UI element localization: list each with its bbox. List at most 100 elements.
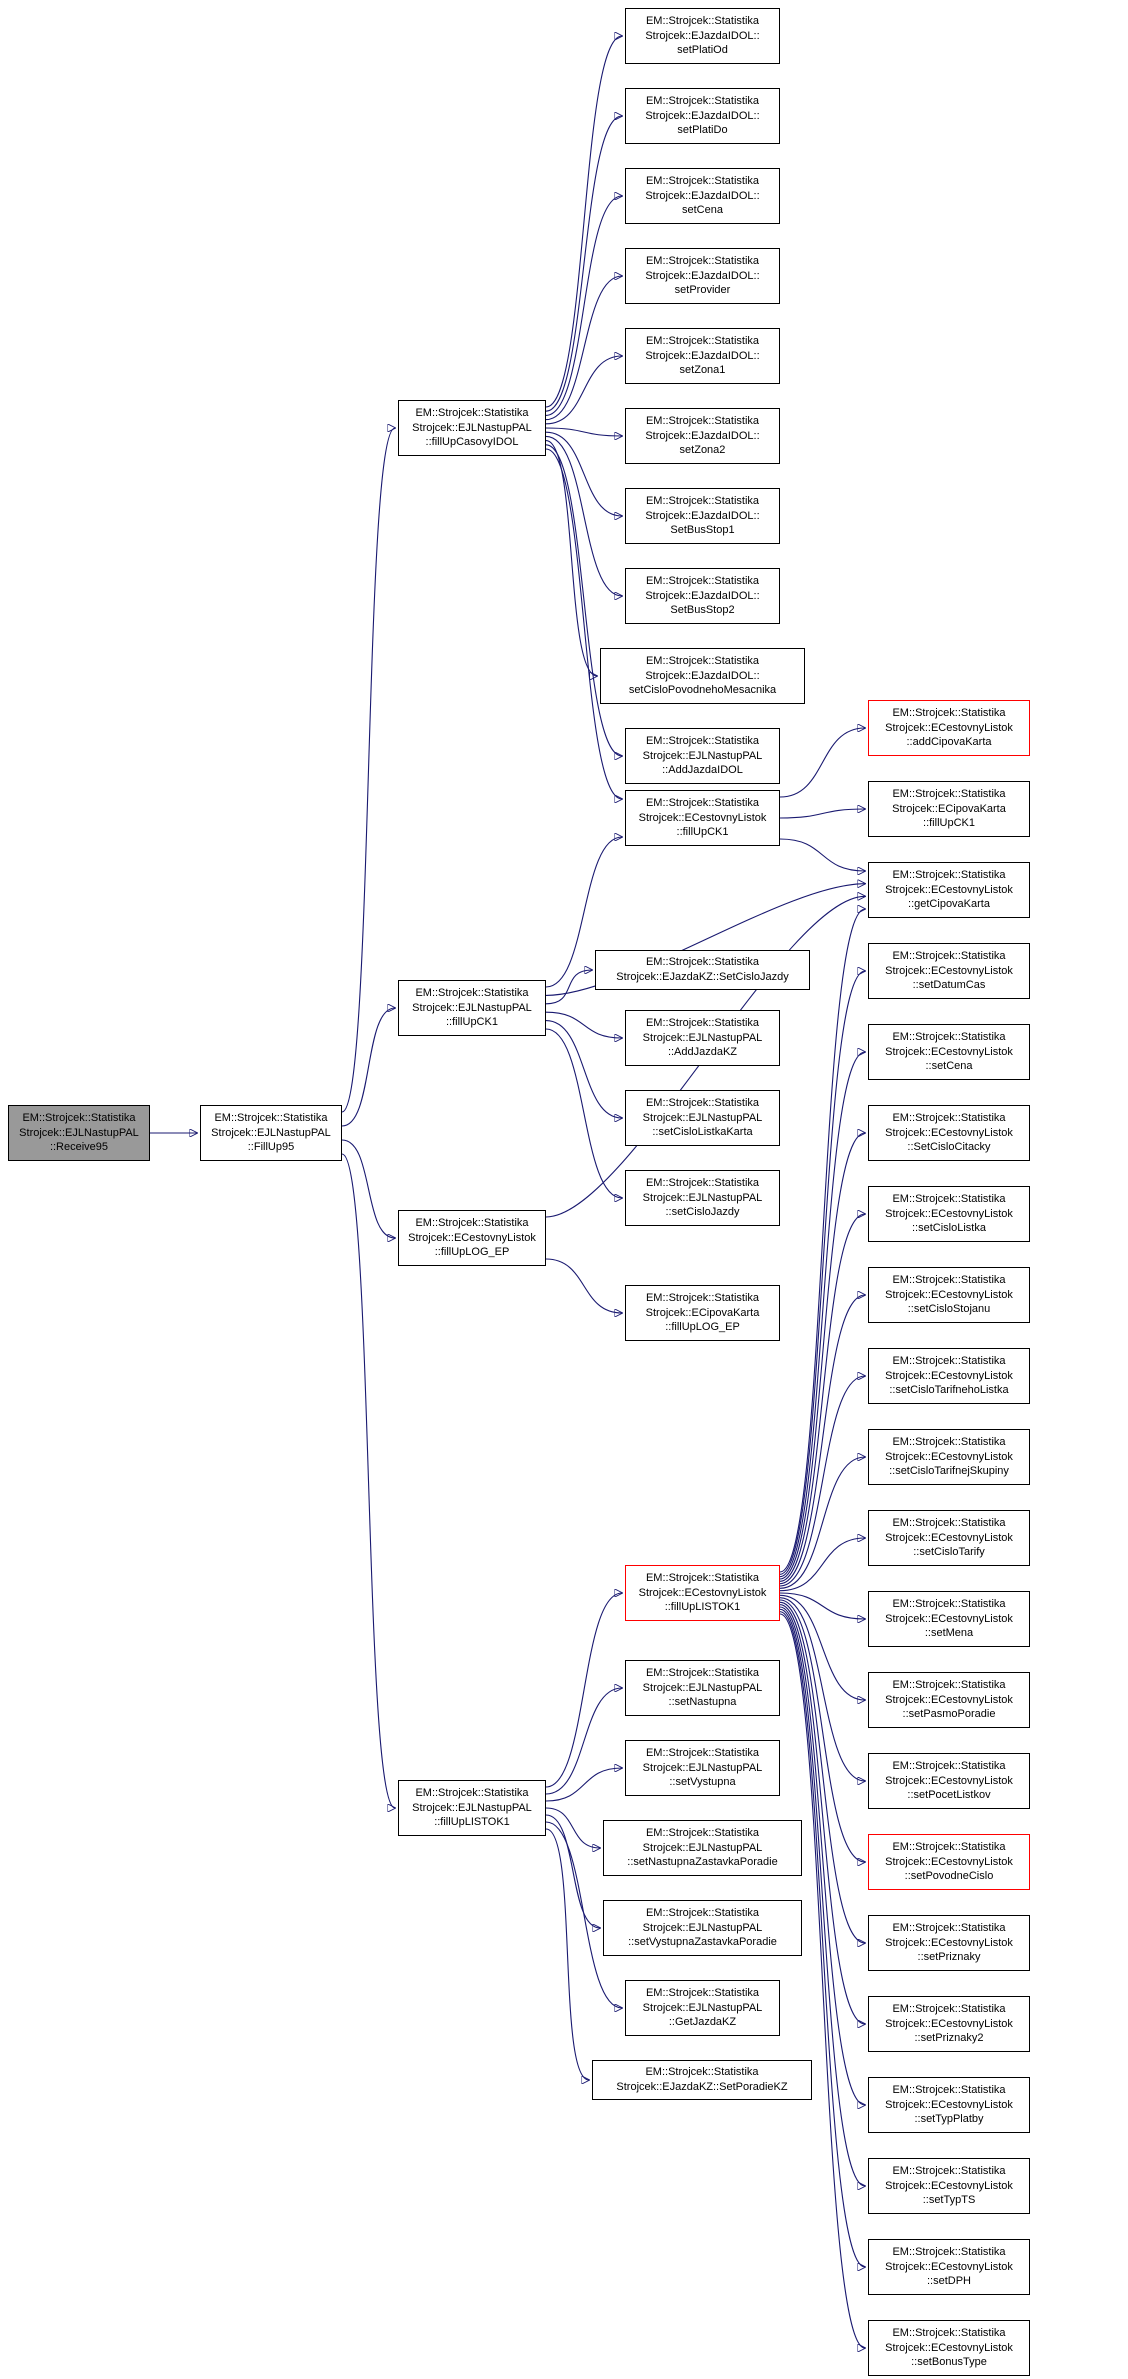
call-edge-fillUpCasovyIDOL--setPlatiOd [545,36,622,408]
graph-node-SetCisloCitacky[interactable]: EM::Strojcek::Statistika Strojcek::ECest… [868,1105,1030,1161]
call-edge-fillup95--ejln_fillUpLISTOK1 [341,1153,395,1808]
call-edge-ecl_fillUpLISTOK1--setDatumCas [779,971,865,1575]
graph-node-GetJazdaKZ[interactable]: EM::Strojcek::Statistika Strojcek::EJLNa… [625,1980,780,2036]
graph-node-setPriznaky[interactable]: EM::Strojcek::Statistika Strojcek::ECest… [868,1915,1030,1971]
graph-node-setCisloPovodnehoMesacnika[interactable]: EM::Strojcek::Statistika Strojcek::EJazd… [600,648,805,704]
graph-node-setCisloTarifnehoListka[interactable]: EM::Strojcek::Statistika Strojcek::ECest… [868,1348,1030,1404]
graph-node-setDPH[interactable]: EM::Strojcek::Statistika Strojcek::ECest… [868,2239,1030,2295]
graph-node-setCisloListka[interactable]: EM::Strojcek::Statistika Strojcek::ECest… [868,1186,1030,1242]
graph-node-setCisloTarify[interactable]: EM::Strojcek::Statistika Strojcek::ECest… [868,1510,1030,1566]
call-edge-ejln_fillUpCK1--SetCisloJazdy [545,970,592,1005]
call-edge-ecl_fillUpLISTOK1--setBonusType [779,1613,865,2348]
graph-node-getCipovaKarta[interactable]: EM::Strojcek::Statistika Strojcek::ECest… [868,862,1030,918]
call-edge-fillup95--ejln_fillUpCK1 [341,1008,395,1127]
call-edge-ecl_fillUpLISTOK1--setCisloStojanu [779,1295,865,1585]
graph-node-ecl_fillUpLOG_EP[interactable]: EM::Strojcek::Statistika Strojcek::ECest… [398,1210,546,1266]
graph-node-addCipovaKarta[interactable]: EM::Strojcek::Statistika Strojcek::ECest… [868,700,1030,756]
call-edge-fillUpCasovyIDOL--setCena_idol [545,196,622,416]
graph-node-setBonusType[interactable]: EM::Strojcek::Statistika Strojcek::ECest… [868,2320,1030,2376]
call-edge-fillUpCasovyIDOL--setPlatiDo [545,116,622,412]
call-edge-ejln_fillUpCK1--ecl_fillUpCK1 [545,837,622,988]
graph-node-setPlatiDo[interactable]: EM::Strojcek::Statistika Strojcek::EJazd… [625,88,780,144]
call-edge-fillUpCasovyIDOL--SetBusStop1 [545,431,622,516]
graph-node-receive95[interactable]: EM::Strojcek::Statistika Strojcek::EJLNa… [8,1105,150,1161]
call-edge-ecl_fillUpLISTOK1--setPriznaky2 [779,1604,865,2024]
call-edge-fillUpCasovyIDOL--setCisloPovodnehoMesacnika [545,440,597,676]
graph-node-eck_fillUpCK1[interactable]: EM::Strojcek::Statistika Strojcek::ECipo… [868,781,1030,837]
graph-node-ejln_fillUpLISTOK1[interactable]: EM::Strojcek::Statistika Strojcek::EJLNa… [398,1780,546,1836]
graph-node-setZona1[interactable]: EM::Strojcek::Statistika Strojcek::EJazd… [625,328,780,384]
call-edge-ecl_fillUpCK1--addCipovaKarta [779,728,865,798]
graph-node-setZona2[interactable]: EM::Strojcek::Statistika Strojcek::EJazd… [625,408,780,464]
call-edge-ecl_fillUpLISTOK1--setPriznaky [779,1601,865,1943]
call-edge-ejln_fillUpCK1--AddJazdaKZ [545,1011,622,1038]
graph-node-setPasmoPoradie[interactable]: EM::Strojcek::Statistika Strojcek::ECest… [868,1672,1030,1728]
graph-node-AddJazdaKZ[interactable]: EM::Strojcek::Statistika Strojcek::EJLNa… [625,1010,780,1066]
call-edge-ecl_fillUpLISTOK1--SetCisloCitacky [779,1133,865,1580]
graph-node-SetCisloJazdy[interactable]: EM::Strojcek::Statistika Strojcek::EJazd… [595,950,810,990]
graph-node-setVystupna[interactable]: EM::Strojcek::Statistika Strojcek::EJLNa… [625,1740,780,1796]
graph-node-setPocetListkov[interactable]: EM::Strojcek::Statistika Strojcek::ECest… [868,1753,1030,1809]
call-edge-fillUpCasovyIDOL--setZona1 [545,356,622,425]
graph-node-setPriznaky2[interactable]: EM::Strojcek::Statistika Strojcek::ECest… [868,1996,1030,2052]
call-edge-ejln_fillUpLISTOK1--setVystupna [545,1768,622,1802]
call-edge-ejln_fillUpCK1--setCisloListkaKarta [545,1020,622,1118]
call-edge-ecl_fillUpLISTOK1--setTypPlatby [779,1606,865,2105]
graph-node-setCisloListkaKarta[interactable]: EM::Strojcek::Statistika Strojcek::EJLNa… [625,1090,780,1146]
graph-node-setVystupnaZastavkaPoradie[interactable]: EM::Strojcek::Statistika Strojcek::EJLNa… [603,1900,802,1956]
call-edge-fillUpCasovyIDOL--SetBusStop2 [545,435,622,596]
graph-node-setTypPlatby[interactable]: EM::Strojcek::Statistika Strojcek::ECest… [868,2077,1030,2133]
call-edge-fillup95--fillUpCasovyIDOL [341,428,395,1113]
call-edge-fillUpCasovyIDOL--setZona2 [545,427,622,436]
call-edge-ecl_fillUpCK1--getCipovaKarta [779,838,865,871]
call-edge-ecl_fillUpLISTOK1--setDPH [779,1611,865,2267]
call-edge-ejln_fillUpLISTOK1--GetJazdaKZ [545,1821,622,2008]
call-edge-ecl_fillUpLISTOK1--setCisloTarifnejSkupiny [779,1457,865,1589]
graph-node-fillup95[interactable]: EM::Strojcek::Statistika Strojcek::EJLNa… [200,1105,342,1161]
call-edge-ejln_fillUpCK1--setCisloJazdy [545,1028,622,1198]
graph-node-ecl_fillUpLISTOK1[interactable]: EM::Strojcek::Statistika Strojcek::ECest… [625,1565,780,1621]
graph-node-setDatumCas[interactable]: EM::Strojcek::Statistika Strojcek::ECest… [868,943,1030,999]
call-edge-fillup95--ecl_fillUpLOG_EP [341,1139,395,1238]
call-edge-fillUpCasovyIDOL--AddJazdaIDOL [545,444,622,756]
call-edge-ejln_fillUpLISTOK1--setNastupnaZastavkaPoradie [545,1807,600,1848]
call-edge-ecl_fillUpLISTOK1--setCisloTarify [779,1538,865,1592]
graph-node-setCisloTarifnejSkupiny[interactable]: EM::Strojcek::Statistika Strojcek::ECest… [868,1429,1030,1485]
graph-node-AddJazdaIDOL[interactable]: EM::Strojcek::Statistika Strojcek::EJLNa… [625,728,780,784]
call-edge-ecl_fillUpLISTOK1--setMena [779,1592,865,1619]
edge-group [150,36,865,2348]
graph-node-fillUpCasovyIDOL[interactable]: EM::Strojcek::Statistika Strojcek::EJLNa… [398,400,546,456]
graph-node-ejln_fillUpCK1[interactable]: EM::Strojcek::Statistika Strojcek::EJLNa… [398,980,546,1036]
call-edge-ejln_fillUpLISTOK1--SetPoradieKZ [545,1828,589,2080]
graph-node-SetBusStop1[interactable]: EM::Strojcek::Statistika Strojcek::EJazd… [625,488,780,544]
call-edge-ecl_fillUpCK1--eck_fillUpCK1 [779,809,865,819]
graph-node-setCena_idol[interactable]: EM::Strojcek::Statistika Strojcek::EJazd… [625,168,780,224]
graph-node-setNastupna[interactable]: EM::Strojcek::Statistika Strojcek::EJLNa… [625,1660,780,1716]
graph-node-setPovodneCislo[interactable]: EM::Strojcek::Statistika Strojcek::ECest… [868,1834,1030,1890]
call-edge-ecl_fillUpLISTOK1--setPasmoPoradie [779,1594,865,1700]
call-edge-ecl_fillUpLOG_EP--eck_fillUpLOG_EP [545,1258,622,1313]
graph-node-setMena[interactable]: EM::Strojcek::Statistika Strojcek::ECest… [868,1591,1030,1647]
graph-node-ecl_fillUpCK1[interactable]: EM::Strojcek::Statistika Strojcek::ECest… [625,790,780,846]
graph-node-SetBusStop2[interactable]: EM::Strojcek::Statistika Strojcek::EJazd… [625,568,780,624]
graph-node-setCena_ecl[interactable]: EM::Strojcek::Statistika Strojcek::ECest… [868,1024,1030,1080]
call-edge-fillUpCasovyIDOL--ecl_fillUpCK1 [545,448,622,799]
call-edge-fillUpCasovyIDOL--setProvider [545,276,622,421]
graph-node-eck_fillUpLOG_EP[interactable]: EM::Strojcek::Statistika Strojcek::ECipo… [625,1285,780,1341]
call-edge-ejln_fillUpLISTOK1--ecl_fillUpLISTOK1 [545,1593,622,1788]
call-edge-ejln_fillUpLISTOK1--setVystupnaZastavkaPoradie [545,1814,600,1928]
graph-node-setTypTS[interactable]: EM::Strojcek::Statistika Strojcek::ECest… [868,2158,1030,2214]
graph-node-setCisloJazdy[interactable]: EM::Strojcek::Statistika Strojcek::EJLNa… [625,1170,780,1226]
graph-node-setCisloStojanu[interactable]: EM::Strojcek::Statistika Strojcek::ECest… [868,1267,1030,1323]
graph-node-setProvider[interactable]: EM::Strojcek::Statistika Strojcek::EJazd… [625,248,780,304]
call-edge-ecl_fillUpLISTOK1--setCisloTarifnehoListka [779,1376,865,1587]
call-edge-ecl_fillUpLISTOK1--setPocetListkov [779,1597,865,1781]
call-edge-ecl_fillUpLISTOK1--setPovodneCislo [779,1599,865,1862]
call-edge-ecl_fillUpLISTOK1--setCisloListka [779,1214,865,1582]
graph-node-setPlatiOd[interactable]: EM::Strojcek::Statistika Strojcek::EJazd… [625,8,780,64]
graph-node-setNastupnaZastavkaPoradie[interactable]: EM::Strojcek::Statistika Strojcek::EJLNa… [603,1820,802,1876]
graph-node-SetPoradieKZ[interactable]: EM::Strojcek::Statistika Strojcek::EJazd… [592,2060,812,2100]
call-edge-ecl_fillUpLISTOK1--getCipovaKarta [779,909,865,1573]
